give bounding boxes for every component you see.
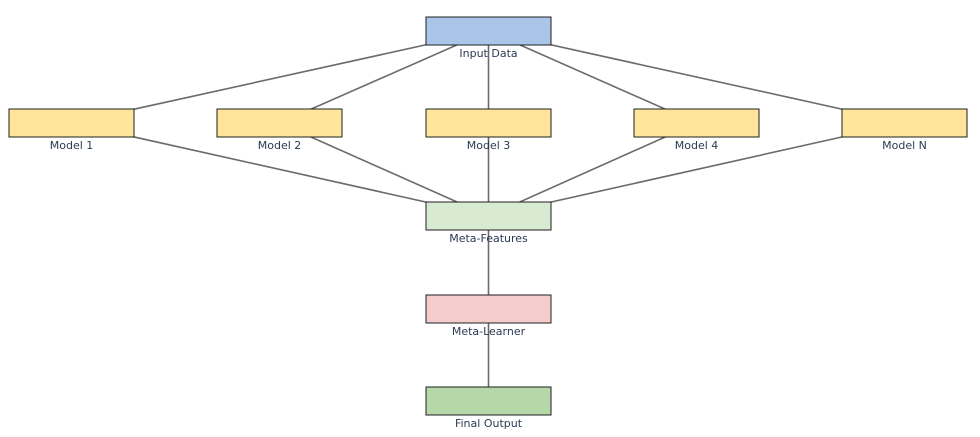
node-label-meta-learner: Meta-Learner: [452, 325, 526, 338]
node-box-model-2: [216, 108, 343, 138]
node-box-final-output: [425, 386, 552, 416]
node-model-1: Model 1: [8, 108, 135, 152]
node-model-3: Model 3: [425, 108, 552, 152]
node-label-meta-features: Meta-Features: [449, 232, 528, 245]
node-box-model-3: [425, 108, 552, 138]
node-box-meta-features: [425, 201, 552, 231]
node-box-model-4: [633, 108, 760, 138]
edge-input-to-model4: [488, 30, 697, 123]
edge-input-to-model1: [72, 30, 489, 123]
node-box-model-n: [841, 108, 968, 138]
node-meta-learner: Meta-Learner: [425, 294, 552, 338]
edges-layer: [71, 30, 905, 401]
node-model-2: Model 2: [216, 108, 343, 152]
edge-model4-to-meta_features: [489, 122, 697, 216]
node-meta-features: Meta-Features: [425, 201, 552, 245]
edge-model2-to-meta_features: [279, 122, 489, 216]
node-input-data: Input Data: [425, 16, 552, 60]
node-box-meta-learner: [425, 294, 552, 324]
node-label-model-n: Model N: [882, 139, 927, 152]
edge-input-to-modelN: [488, 30, 905, 123]
node-box-model-1: [8, 108, 135, 138]
node-model-4: Model 4: [633, 108, 760, 152]
node-label-model-4: Model 4: [675, 139, 719, 152]
node-label-input-data: Input Data: [459, 47, 517, 60]
edge-input-to-model2: [280, 30, 489, 123]
edge-modelN-to-meta_features: [489, 122, 905, 216]
node-label-model-1: Model 1: [50, 139, 94, 152]
node-box-input-data: [425, 16, 552, 46]
node-label-model-2: Model 2: [258, 139, 302, 152]
edge-model1-to-meta_features: [71, 122, 489, 216]
node-final-output: Final Output: [425, 386, 552, 430]
node-label-model-3: Model 3: [467, 139, 511, 152]
node-label-final-output: Final Output: [455, 417, 523, 430]
node-model-n: Model N: [841, 108, 968, 152]
